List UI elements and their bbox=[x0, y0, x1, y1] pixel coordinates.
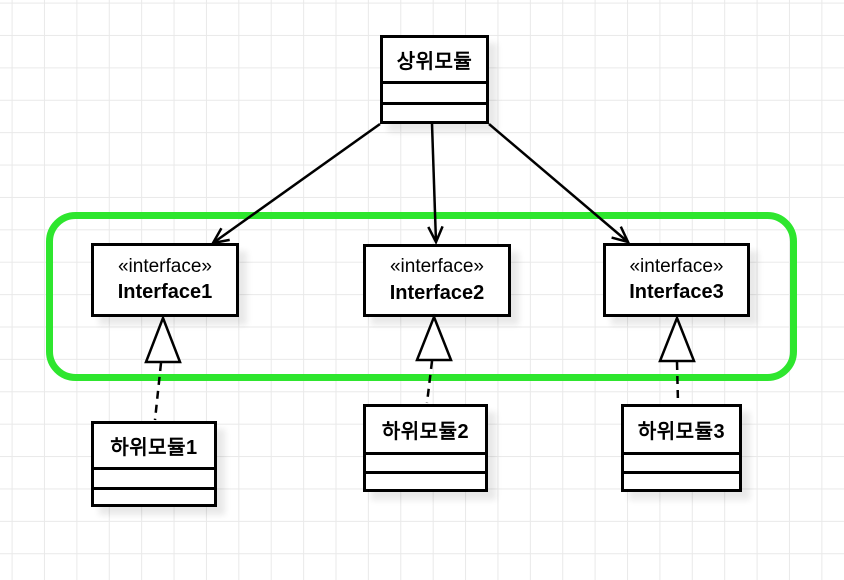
interface-name: Interface2 bbox=[389, 281, 485, 304]
empty-compartment bbox=[383, 102, 486, 121]
class-title-compartment: 하위모듈3 bbox=[624, 407, 739, 452]
class-title: 하위모듈3 bbox=[637, 421, 726, 443]
empty-compartment bbox=[366, 471, 485, 489]
class-title: 하위모듈1 bbox=[110, 437, 198, 459]
interface-name: Interface1 bbox=[117, 281, 213, 304]
interface-box-1[interactable]: «interface» Interface1 bbox=[91, 243, 239, 317]
class-box-sub-module-1[interactable]: 하위모듈1 bbox=[91, 421, 217, 507]
empty-compartment bbox=[383, 81, 486, 102]
class-title: 상위모듈 bbox=[396, 51, 473, 73]
empty-compartment bbox=[94, 467, 214, 487]
interface-stereotype: «interface» bbox=[629, 255, 724, 277]
empty-compartment bbox=[624, 452, 739, 471]
class-title-compartment: 상위모듈 bbox=[383, 38, 486, 81]
class-box-parent-module[interactable]: 상위모듈 bbox=[380, 35, 489, 124]
dependency-arrow-interface1[interactable] bbox=[210, 122, 381, 245]
realization-connector-sub3[interactable] bbox=[658, 314, 696, 404]
empty-compartment bbox=[366, 452, 485, 471]
interface-stereotype: «interface» bbox=[389, 256, 484, 278]
realization-connector-sub2[interactable] bbox=[415, 313, 453, 404]
dependency-arrow-interface3[interactable] bbox=[488, 123, 631, 244]
dependency-arrow-interface2[interactable] bbox=[427, 123, 444, 245]
class-title-compartment: 하위모듈1 bbox=[94, 424, 214, 467]
interface-box-2[interactable]: «interface» Interface2 bbox=[363, 244, 511, 317]
class-title: 하위모듈2 bbox=[381, 421, 470, 443]
interface-stereotype: «interface» bbox=[117, 255, 212, 277]
empty-compartment bbox=[624, 471, 739, 489]
interface-name: Interface3 bbox=[629, 281, 724, 304]
class-box-sub-module-3[interactable]: 하위모듈3 bbox=[621, 404, 742, 492]
empty-compartment bbox=[94, 487, 214, 504]
realization-connector-sub1[interactable] bbox=[144, 314, 182, 421]
class-title-compartment: 하위모듈2 bbox=[366, 407, 485, 452]
class-box-sub-module-2[interactable]: 하위모듈2 bbox=[363, 404, 488, 492]
interface-box-3[interactable]: «interface» Interface3 bbox=[603, 243, 750, 317]
